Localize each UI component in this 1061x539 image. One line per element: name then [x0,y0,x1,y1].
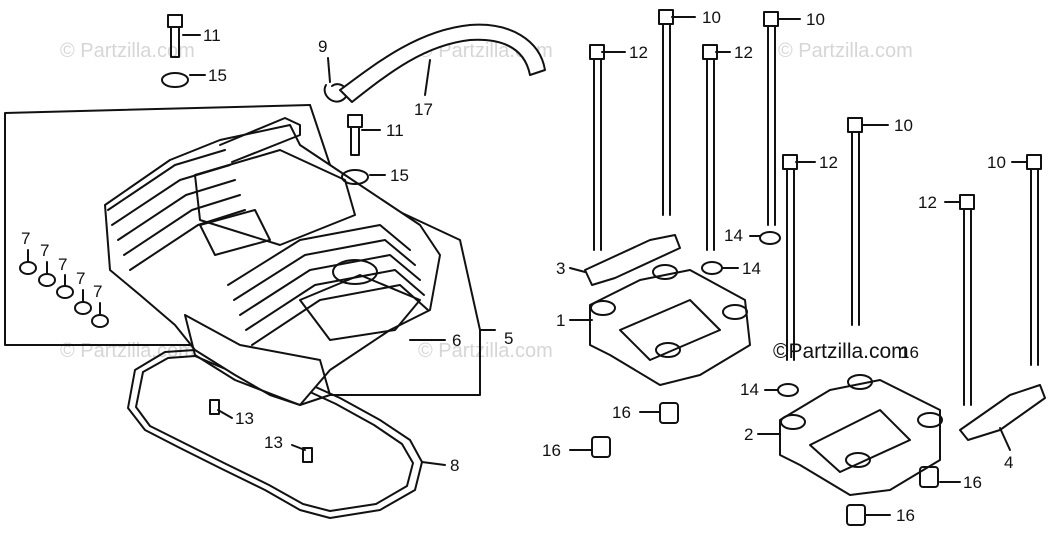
rocker-holder-2 [779,379,941,496]
bolt [167,14,183,28]
callout-label: 10 [806,10,825,29]
callout-label: 4 [1004,453,1013,472]
assembly-bracket [4,104,311,346]
callout-label: 8 [450,456,459,475]
callout-label: 6 [452,331,461,350]
washer [759,231,781,245]
callout-label: 10 [702,8,721,27]
rocker-holder-1 [589,269,751,386]
callout-label: 17 [414,100,433,119]
callout-label: 9 [318,37,327,56]
seal-cap [19,261,37,275]
callout-label: 11 [386,121,404,140]
stud-bolt [658,9,674,25]
breather-hose [339,23,546,103]
callout-label: 15 [390,166,409,185]
washer [341,169,369,185]
callout-label: 12 [819,153,838,172]
callout-label: 16 [542,441,561,460]
watermark: © Partzilla.com [778,40,913,62]
callout-label: 15 [208,66,227,85]
callout-label: 16 [612,403,631,422]
seal-cap [91,314,109,328]
stud-bolt [702,44,718,60]
callout-label: 10 [987,153,1006,172]
dowel-pin [659,402,679,424]
hose-clip [323,83,349,103]
callout-label: 12 [629,43,648,62]
seal-cap [38,273,56,287]
callout-label: 1 [556,311,565,330]
stud-bolt [959,194,975,210]
watermark: © Partzilla.com [418,340,553,362]
callout-label: 3 [556,259,565,278]
callout-label: 14 [724,226,743,245]
callout-label: 16 [896,506,915,525]
bolt [347,114,363,128]
callout-label: 12 [918,193,937,212]
callout-label: 7 [76,269,85,288]
callout-label: 16 [900,343,919,362]
callout-label: 7 [58,255,67,274]
callout-label: 14 [742,259,761,278]
washer [701,261,723,275]
seal-cap [56,285,74,299]
watermark: © Partzilla.com [60,40,195,62]
stud-bolt [847,117,863,133]
dowel-pin [919,466,939,488]
seal-cap [74,301,92,315]
dowel-pin [591,436,611,458]
link-plate-4 [959,384,1046,441]
callout-label: 12 [734,43,753,62]
brand-logo-text: ©Partzilla.com [773,340,909,363]
callout-label: 5 [504,329,513,348]
stud-bolt [1026,154,1042,170]
washer [777,383,799,397]
small-bolt [302,447,313,463]
callout-label: 10 [894,116,913,135]
callout-label: 14 [740,380,759,399]
stud-bolt [763,11,779,27]
link-plate-3 [584,234,681,286]
callout-label: 7 [21,229,30,248]
stud-bolt [782,154,798,170]
callout-label: 13 [235,409,254,428]
callout-label: 2 [744,425,753,444]
callout-label: 11 [203,26,221,45]
callout-label: 7 [40,241,49,260]
callout-label: 7 [93,282,102,301]
dowel-pin [846,504,866,526]
washer [161,72,189,88]
small-bolt [209,399,220,415]
callout-label: 16 [963,473,982,492]
callout-label: 13 [264,433,283,452]
